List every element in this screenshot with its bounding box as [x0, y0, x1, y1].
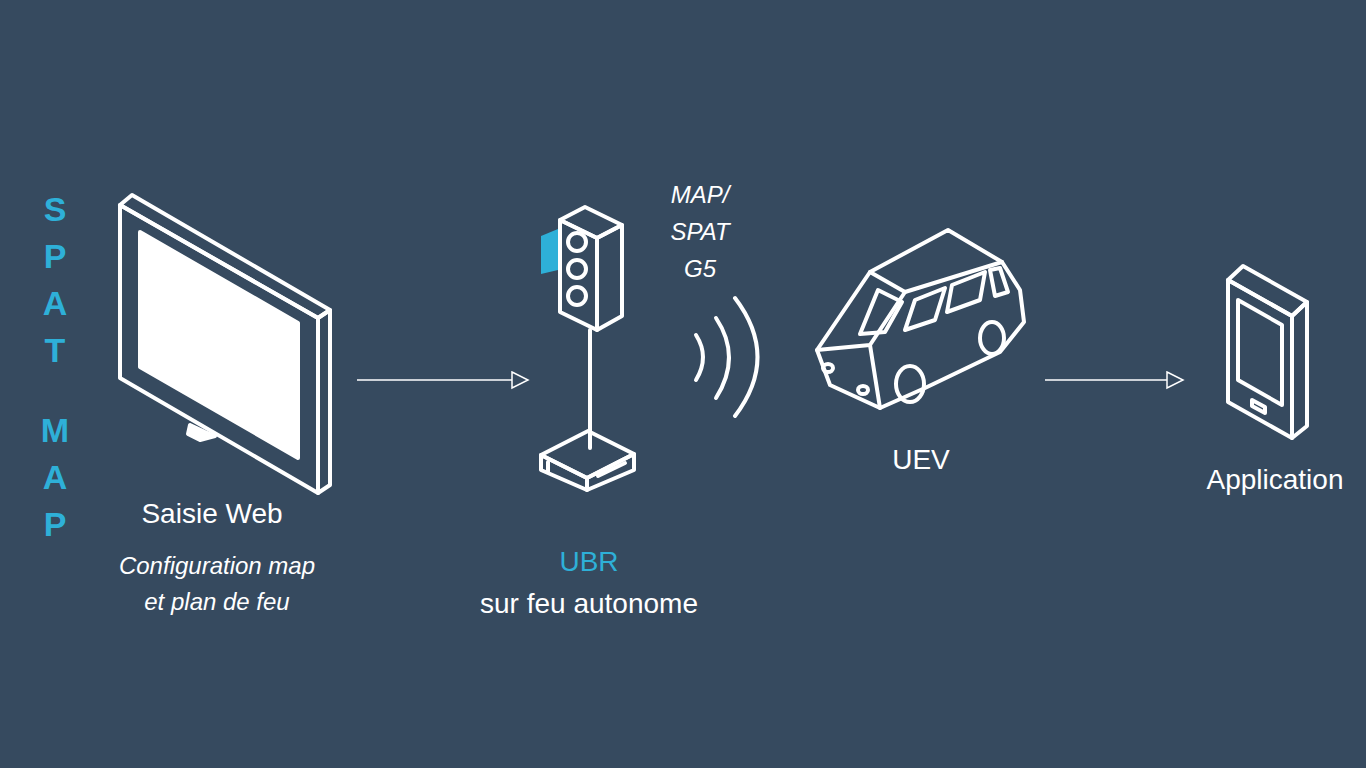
device-name: UEV — [892, 443, 950, 477]
device-node: UEV — [812, 228, 1028, 412]
protocol-label: MAP/ SPAT G5 — [660, 176, 740, 287]
device-name: Saisie Web — [141, 497, 282, 531]
device-node: Application — [1225, 262, 1310, 440]
phone-icon — [1228, 266, 1307, 438]
flow-arrow — [1045, 379, 1183, 381]
device-node: Saisie WebConfiguration map et plan de f… — [118, 185, 332, 493]
monitor-icon — [120, 195, 330, 493]
car-icon — [817, 230, 1024, 408]
device-note: sur feu autonome — [480, 587, 698, 621]
device-note: Configuration map et plan de feu — [112, 548, 322, 620]
device-node: UBRsur feu autonome — [530, 205, 636, 493]
vertical-title: SPAT MAP — [38, 186, 72, 548]
traffic-light-icon — [541, 207, 634, 490]
flow-arrow — [357, 379, 528, 381]
device-name: Application — [1207, 463, 1344, 497]
device-name: UBR — [559, 545, 618, 579]
radio-waves — [696, 298, 758, 416]
